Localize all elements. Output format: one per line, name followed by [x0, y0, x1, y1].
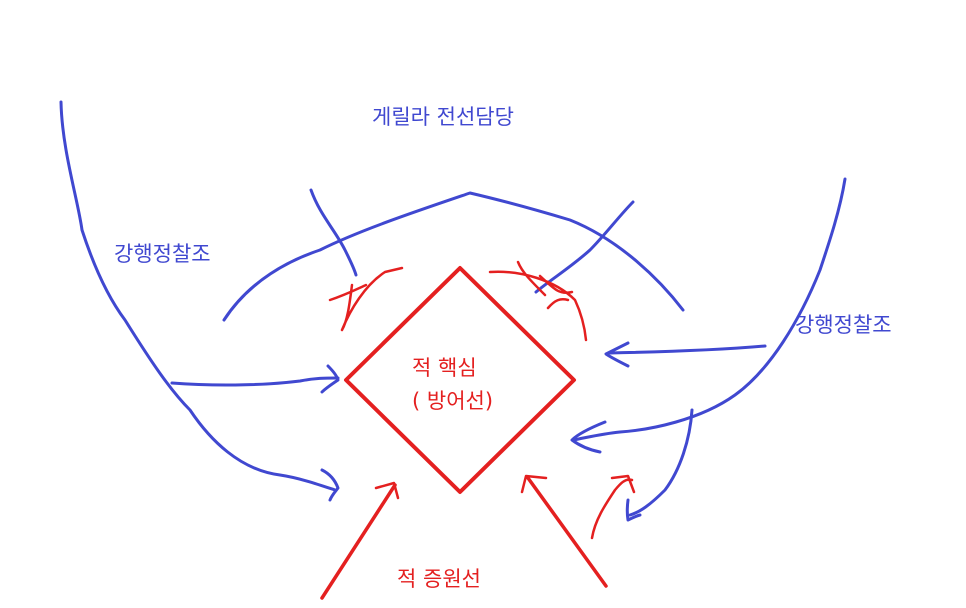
- reinforcement-arrow-right: [526, 476, 608, 588]
- contact-mark-right: [488, 260, 588, 342]
- enemy-core-diamond: [344, 266, 576, 494]
- right-arrow-head-upper: [604, 341, 630, 368]
- left-arrow-head-lower: [320, 468, 340, 502]
- recon-team-right-label: 강행정찰조: [795, 313, 892, 337]
- reinforcement-arrow-small: [590, 474, 636, 540]
- guerrilla-arc: [222, 191, 685, 322]
- reinforcement-line-label: 적 증원선: [397, 567, 481, 591]
- guerrilla-front-label: 게릴라 전선담당: [372, 105, 514, 129]
- left-arrow-head-upper: [320, 364, 340, 394]
- right-arrow-lower: [628, 408, 694, 517]
- right-arrow-upper: [608, 344, 767, 355]
- defense-line-label: ( 방어선): [412, 389, 494, 413]
- right-flank-curve: [571, 177, 847, 442]
- guerrilla-left-strand: [309, 188, 358, 277]
- recon-team-left-label: 강행정찰조: [114, 242, 211, 266]
- enemy-core-label: 적 핵심: [412, 356, 477, 380]
- guerrilla-right-strand: [534, 200, 635, 294]
- left-flank-curve: [59, 100, 337, 492]
- reinforcement-arrow-left: [320, 483, 397, 600]
- right-arrow-head-lower: [625, 498, 642, 522]
- contact-mark-left: [328, 266, 404, 332]
- right-arrow-head-mid: [570, 420, 607, 454]
- left-arrow-upper: [170, 376, 340, 387]
- reinforcement-arrowhead-left: [374, 481, 400, 500]
- reinforcement-arrowhead-right: [520, 474, 548, 494]
